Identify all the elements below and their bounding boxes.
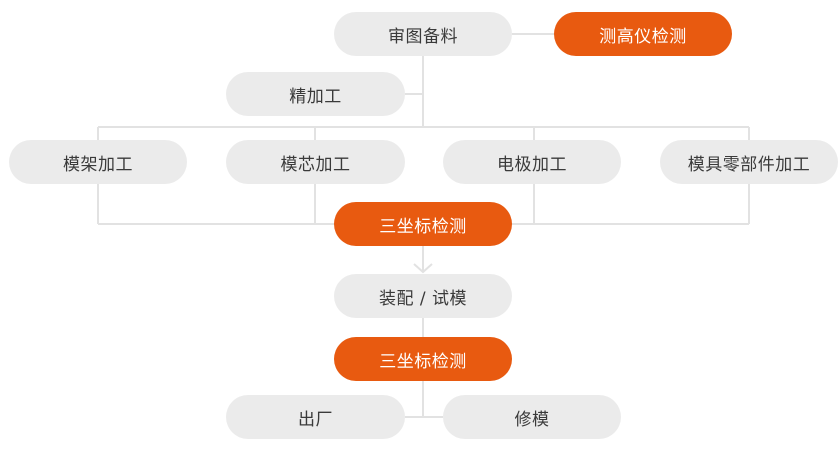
step-electrode-machining: 电极加工 [443,140,621,184]
step-mold-parts-label: 模具零部件加工 [687,154,811,175]
step-height-gauge-inspection: 测高仪检测 [554,12,732,56]
step-finishing-label: 精加工 [289,86,342,107]
step-cmm-inspection-2-label: 三坐标检测 [379,351,467,372]
step-cmm-inspection-1-label: 三坐标检测 [379,216,467,237]
step-shipment-label: 出厂 [298,409,333,430]
step-mold-core-label: 模芯加工 [280,154,351,175]
step-finishing: 精加工 [226,72,405,116]
step-assembly-trial-label: 装配 / 试模 [378,288,468,309]
step-mold-frame-label: 模架加工 [63,154,133,175]
step-review-materials-label: 审图备料 [388,26,458,47]
step-mold-parts-machining: 模具零部件加工 [660,140,838,184]
step-review-materials: 审图备料 [334,12,512,56]
step-mold-frame-machining: 模架加工 [9,140,187,184]
step-cmm-inspection-1: 三坐标检测 [334,202,512,246]
step-cmm-inspection-2: 三坐标检测 [334,337,512,381]
step-shipment: 出厂 [226,395,405,439]
step-mold-core-machining: 模芯加工 [226,140,405,184]
step-mold-repair-label: 修模 [514,409,550,430]
step-electrode-label: 电极加工 [497,154,567,175]
step-assembly-trial: 装配 / 试模 [334,274,512,318]
step-height-gauge-label: 测高仪检测 [599,26,687,47]
step-mold-repair: 修模 [443,395,621,439]
